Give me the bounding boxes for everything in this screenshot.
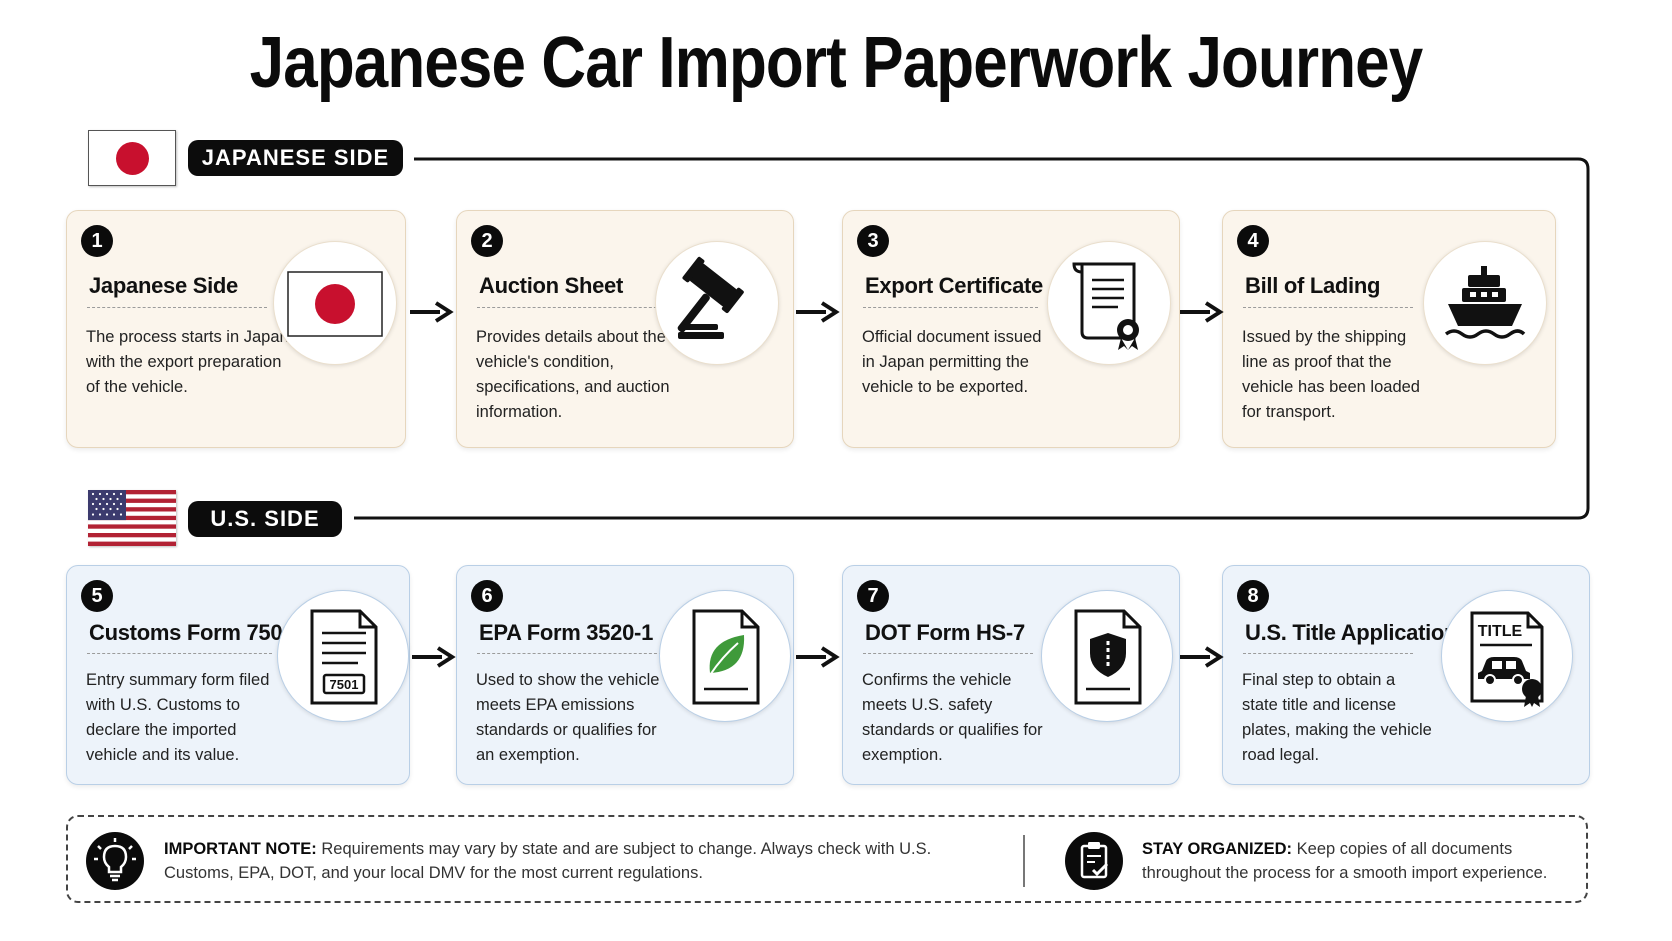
certificate-scroll-icon bbox=[1047, 241, 1171, 365]
step-description: Final step to obtain a state title and l… bbox=[1242, 671, 1432, 764]
stay-organized-note: STAY ORGANIZED: Keep copies of all docum… bbox=[1142, 837, 1562, 885]
step-description: Used to show the vehicle meets EPA emiss… bbox=[476, 671, 660, 764]
arrow-right-icon bbox=[412, 646, 456, 668]
title-divider bbox=[1243, 307, 1413, 308]
step-card-8: 8 U.S. Title Application Final step to o… bbox=[1222, 565, 1590, 785]
us-flag-icon bbox=[88, 490, 176, 546]
notes-divider bbox=[1023, 835, 1025, 887]
step-number: 4 bbox=[1237, 225, 1269, 257]
step-number: 7 bbox=[857, 580, 889, 612]
step-number: 1 bbox=[81, 225, 113, 257]
step-title: Japanese Side bbox=[89, 273, 238, 298]
step-description: Official document issued in Japan permit… bbox=[862, 328, 1042, 396]
title-divider bbox=[87, 307, 267, 308]
step-description: Provides details about the vehicle's con… bbox=[476, 328, 670, 421]
form-document-icon: 7501 bbox=[277, 590, 409, 722]
title-doc-label: TITLE bbox=[1478, 623, 1523, 640]
step-title: Bill of Lading bbox=[1245, 273, 1381, 298]
title-document-icon: TITLE bbox=[1441, 590, 1573, 722]
arrow-right-icon bbox=[1180, 301, 1224, 323]
important-note-heading: IMPORTANT NOTE: bbox=[164, 840, 317, 858]
japan-flag-icon bbox=[273, 241, 397, 365]
leaf-document-icon bbox=[659, 590, 791, 722]
ship-icon bbox=[1423, 241, 1547, 365]
step-title: Customs Form 7501 bbox=[89, 620, 295, 645]
step-title: DOT Form HS-7 bbox=[865, 620, 1025, 645]
arrow-right-icon bbox=[410, 301, 454, 323]
step-card-3: 3 Export Certificate Official document i… bbox=[842, 210, 1180, 448]
arrow-right-icon bbox=[1180, 646, 1224, 668]
title-divider bbox=[477, 653, 662, 654]
arrow-right-icon bbox=[796, 301, 840, 323]
step-description: The process starts in Japan with the exp… bbox=[86, 328, 289, 396]
clipboard-check-icon bbox=[1065, 832, 1123, 890]
important-note: IMPORTANT NOTE: Requirements may vary by… bbox=[164, 837, 994, 885]
important-note-text: Requirements may vary by state and are s… bbox=[164, 840, 932, 882]
us-side-label: U.S. SIDE bbox=[188, 501, 342, 537]
shield-document-icon bbox=[1041, 590, 1173, 722]
step-card-2: 2 Auction Sheet Provides details about t… bbox=[456, 210, 794, 448]
step-number: 2 bbox=[471, 225, 503, 257]
step-card-7: 7 DOT Form HS-7 Confirms the vehicle mee… bbox=[842, 565, 1180, 785]
stay-organized-heading: STAY ORGANIZED: bbox=[1142, 840, 1293, 858]
step-title: U.S. Title Application bbox=[1245, 620, 1458, 645]
step-description: Entry summary form filed with U.S. Custo… bbox=[86, 671, 270, 764]
title-divider bbox=[863, 653, 1033, 654]
japanese-side-label: JAPANESE SIDE bbox=[188, 140, 403, 176]
page-title: Japanese Car Import Paperwork Journey bbox=[249, 23, 1423, 103]
japan-flag-icon bbox=[88, 130, 176, 186]
gavel-icon bbox=[655, 241, 779, 365]
step-card-1: 1 Japanese Side The process starts in Ja… bbox=[66, 210, 406, 448]
title-divider bbox=[863, 307, 1038, 308]
step-number: 8 bbox=[1237, 580, 1269, 612]
step-card-5: 5 Customs Form 7501 Entry summary form f… bbox=[66, 565, 410, 785]
title-divider bbox=[87, 653, 272, 654]
form-number-label: 7501 bbox=[330, 677, 359, 692]
step-title: Export Certificate bbox=[865, 273, 1043, 298]
arrow-right-icon bbox=[796, 646, 840, 668]
step-card-6: 6 EPA Form 3520-1 Used to show the vehic… bbox=[456, 565, 794, 785]
stay-organized-text: Keep copies of all documents throughout … bbox=[1142, 840, 1548, 882]
step-number: 5 bbox=[81, 580, 113, 612]
step-title: Auction Sheet bbox=[479, 273, 623, 298]
notes-panel: IMPORTANT NOTE: Requirements may vary by… bbox=[66, 815, 1588, 903]
step-card-4: 4 Bill of Lading Issued by the shipping … bbox=[1222, 210, 1556, 448]
step-description: Confirms the vehicle meets U.S. safety s… bbox=[862, 671, 1043, 764]
title-divider bbox=[1243, 653, 1413, 654]
step-description: Issued by the shipping line as proof tha… bbox=[1242, 328, 1420, 421]
step-number: 6 bbox=[471, 580, 503, 612]
step-title: EPA Form 3520-1 bbox=[479, 620, 654, 645]
step-number: 3 bbox=[857, 225, 889, 257]
lightbulb-icon bbox=[86, 832, 144, 890]
title-divider bbox=[477, 307, 667, 308]
